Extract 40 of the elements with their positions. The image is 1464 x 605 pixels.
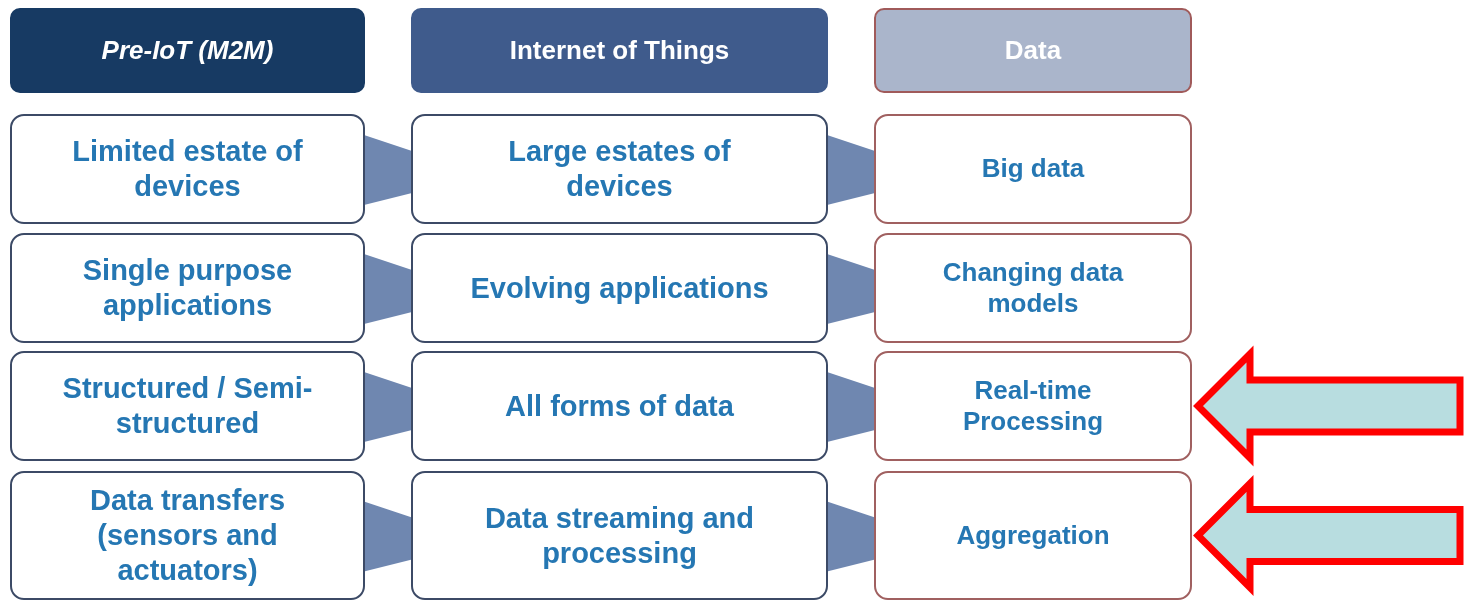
cell-text: Single purpose applications — [81, 253, 294, 323]
text-box — [10, 233, 365, 343]
connector-band — [827, 135, 875, 205]
cell-text: Real-time Processing — [961, 374, 1105, 438]
block-arrow — [1193, 345, 1464, 467]
text-box — [874, 114, 1192, 224]
text-box — [411, 114, 828, 224]
text-box — [411, 351, 828, 461]
text-box — [10, 471, 365, 600]
text-box — [874, 233, 1192, 343]
cell-text: Changing data models — [941, 256, 1125, 320]
text-box — [10, 351, 365, 461]
connector-band — [364, 254, 412, 324]
connector-band — [827, 501, 875, 572]
text-box — [411, 471, 828, 600]
cell-text: Structured / Semi-structured — [61, 371, 314, 441]
column-header — [10, 8, 365, 93]
cell-text: Big data — [981, 153, 1085, 185]
text-box — [411, 233, 828, 343]
cell-text: All forms of data — [505, 388, 734, 424]
connector-band — [364, 501, 412, 572]
cell-text: Evolving applications — [470, 270, 769, 306]
header-text: Data — [1004, 34, 1062, 67]
cell-text: Limited estate of devices — [71, 134, 304, 204]
text-box — [10, 114, 365, 224]
column-header — [874, 8, 1192, 93]
cell-text: Aggregation — [956, 519, 1110, 552]
connector-band — [364, 135, 412, 205]
text-box — [874, 351, 1192, 461]
block-arrow — [1193, 475, 1464, 596]
connector-band — [827, 372, 875, 442]
header-text: Pre-IoT (M2M) — [101, 34, 274, 67]
header-text: Internet of Things — [509, 34, 730, 67]
cell-text: Data transfers (sensors and actuators) — [89, 483, 286, 588]
text-box — [874, 471, 1192, 600]
connector-band — [364, 372, 412, 442]
cell-text: Large estates of devices — [507, 134, 732, 204]
column-header — [411, 8, 828, 93]
connector-band — [827, 254, 875, 324]
cell-text: Data streaming and processing — [483, 500, 756, 571]
